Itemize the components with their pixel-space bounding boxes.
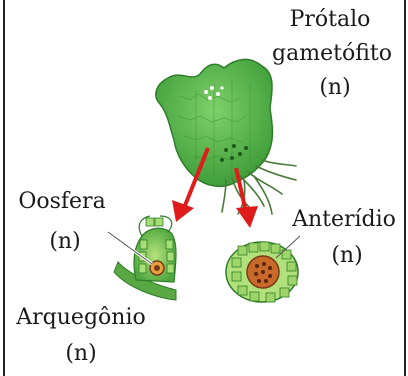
oosfera-ploidy-label: (n) [40, 230, 90, 254]
oosfera-label: Oosfera [12, 190, 112, 214]
arquegonio-ploidy-label: (n) [56, 342, 106, 366]
protalo-ploidy-label: (n) [310, 76, 360, 100]
anteridio-label: Anterídio [284, 208, 404, 232]
arquegonio-label: Arquegônio [6, 306, 156, 330]
prothallus [156, 59, 273, 186]
protalo-label-line1: Prótalo [280, 8, 380, 32]
anteridio-ploidy-label: (n) [322, 244, 372, 268]
protalo-label-line2: gametófito [262, 42, 402, 66]
antheridium [226, 242, 298, 302]
